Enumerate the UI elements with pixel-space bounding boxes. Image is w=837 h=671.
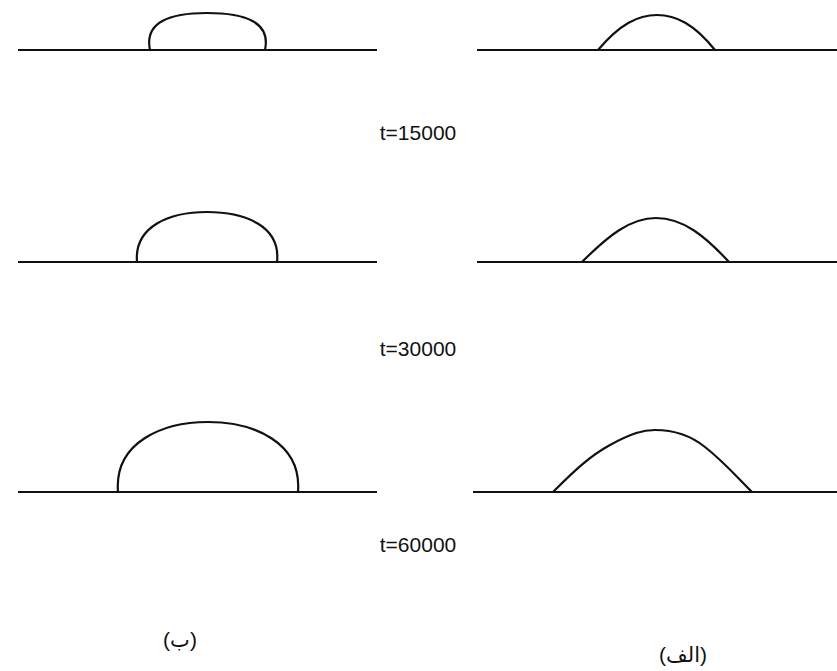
droplet-profile bbox=[137, 212, 277, 262]
droplet-profile bbox=[553, 430, 752, 492]
droplet-profile bbox=[149, 13, 266, 50]
droplet-profile bbox=[598, 15, 715, 50]
substrate-line bbox=[477, 49, 837, 51]
droplet-profile bbox=[118, 422, 298, 492]
substrate-line bbox=[18, 49, 377, 51]
substrate-line bbox=[18, 261, 377, 263]
substrate-line bbox=[473, 491, 837, 493]
substrate-line bbox=[18, 491, 377, 493]
time-label: t=60000 bbox=[380, 532, 457, 557]
panel-label: (ب) bbox=[163, 627, 197, 652]
time-label: t=30000 bbox=[380, 336, 457, 361]
substrate-line bbox=[477, 261, 837, 263]
panel-label: (الف) bbox=[659, 642, 707, 667]
droplet-profile bbox=[582, 218, 729, 262]
time-label: t=15000 bbox=[380, 120, 457, 145]
